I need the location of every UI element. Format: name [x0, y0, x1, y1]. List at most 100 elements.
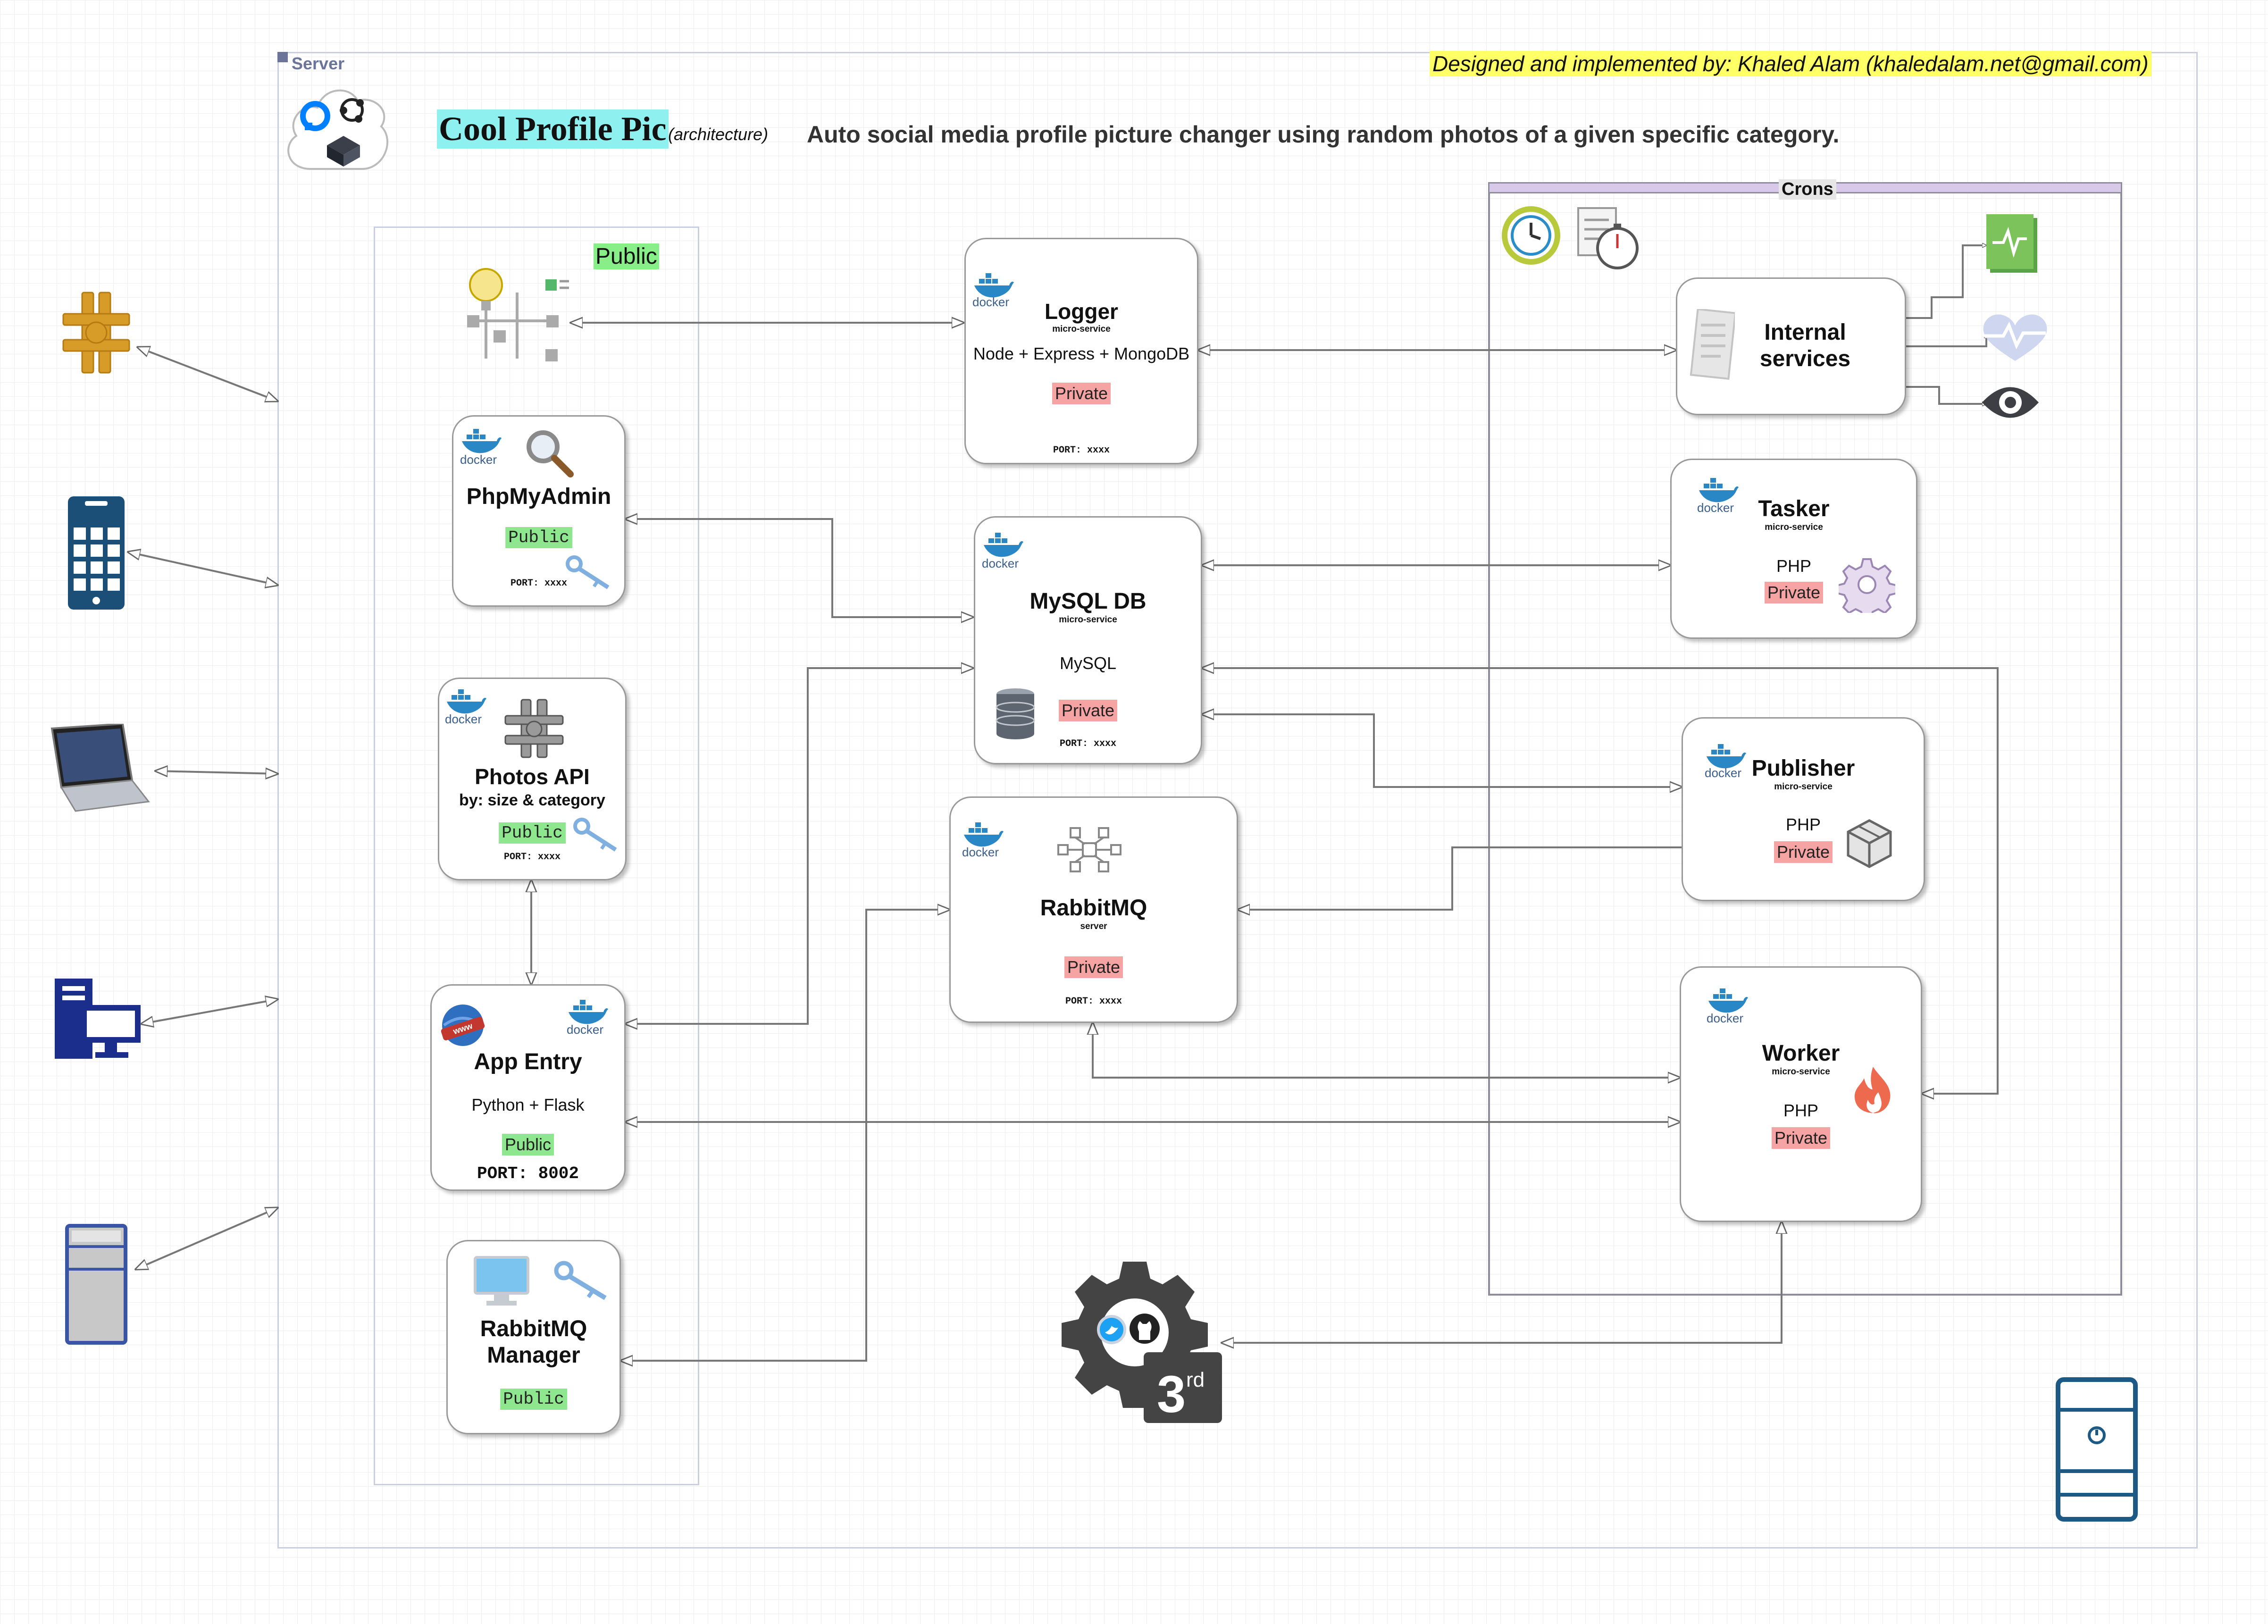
docker-label: docker: [460, 452, 497, 467]
link-mysql-worker: [1202, 668, 1999, 1094]
mysql-db-service[interactable]: docker MySQL DB micro-service MySQL Priv…: [974, 516, 1202, 764]
server-corner-marker: [277, 52, 288, 62]
app-title: Cool Profile Pic: [437, 109, 669, 149]
server-boundary: [277, 52, 2198, 1549]
access-badge: Private: [1771, 1127, 1831, 1149]
node-title: MySQL DB: [1029, 589, 1147, 614]
client-link-mobile: [128, 552, 277, 585]
queue-network-icon: [1056, 826, 1122, 876]
node-subtitle: micro-service: [1059, 615, 1117, 625]
node-tech: by: size & category: [459, 791, 605, 809]
docker-label: docker: [962, 845, 999, 859]
mobile-phone-icon: [66, 494, 127, 615]
scheduled-task-icon: [1576, 206, 1642, 274]
link-rabbitmq-worker: [1093, 1023, 1680, 1078]
access-badge: Public: [505, 527, 572, 548]
docker-icon: [567, 999, 609, 1030]
link-phpmyadmin-mysql: [626, 519, 973, 617]
link-internal-health: [1906, 245, 1986, 319]
access-control-icon: [465, 264, 569, 375]
database-icon: [994, 687, 1037, 742]
node-subtitle: micro-service: [1772, 1067, 1830, 1077]
docker-icon: [445, 688, 487, 719]
client-link-desktop: [142, 999, 277, 1024]
access-badge: Public: [500, 1389, 567, 1410]
access-badge: Private: [1774, 841, 1833, 863]
flame-icon: [1847, 1064, 1899, 1118]
package-icon: [1843, 818, 1895, 872]
link-thirdparty-worker: [1222, 1222, 1782, 1343]
monitor-icon: [473, 1256, 530, 1310]
rabbitmq-manager-service[interactable]: RabbitMQ Manager Public: [446, 1240, 621, 1434]
phpmyadmin-service[interactable]: docker PhpMyAdmin Public PORT: xxxx: [452, 415, 626, 607]
access-badge: Private: [1064, 956, 1123, 978]
tasker-service[interactable]: docker Tasker micro-service PHP Private: [1670, 459, 1917, 639]
node-title: Worker: [1762, 1041, 1840, 1066]
link-internal-heart: [1906, 334, 1986, 347]
api-engine-icon: [503, 698, 565, 762]
access-badge: Private: [1764, 582, 1824, 603]
docker-label: docker: [567, 1022, 604, 1037]
key-icon: [565, 554, 612, 594]
clock-sync-icon: [1500, 205, 1562, 268]
access-badge: Public: [499, 822, 566, 844]
access-badge: Private: [1058, 700, 1118, 721]
public-group-label: Public: [594, 243, 659, 269]
node-port: PORT: xxxx: [510, 578, 568, 589]
eye-icon: [1980, 381, 2041, 426]
laptop-icon: [42, 722, 151, 816]
internal-services[interactable]: Internal services: [1676, 277, 1906, 415]
docker-icon: [1697, 477, 1740, 508]
link-publisher-rabbitmq: [1238, 846, 1682, 910]
node-tech: Node + Express + MongoDB: [973, 344, 1190, 363]
docker-label: docker: [982, 556, 1019, 570]
third-party-label: 3: [1157, 1365, 1186, 1423]
publisher-service[interactable]: docker Publisher micro-service PHP Priva…: [1682, 717, 1925, 901]
node-title: Publisher: [1751, 756, 1855, 781]
node-tech: PHP: [1776, 556, 1812, 576]
node-title: Tasker: [1758, 496, 1830, 521]
node-tech: MySQL: [1059, 653, 1117, 673]
app-engine-icon: [59, 288, 134, 380]
photos-api-service[interactable]: docker Photos API by: size & category Pu…: [438, 678, 627, 880]
worker-service[interactable]: docker Worker micro-service PHP Private: [1680, 966, 1922, 1222]
docker-icon: [962, 821, 1004, 852]
desktop-computer-icon: [53, 977, 142, 1064]
node-title-line1: Internal: [1764, 320, 1846, 345]
health-check-icon: [1985, 213, 2042, 277]
link-manager-rabbitmq: [621, 910, 949, 1361]
server-tower-icon: [65, 1224, 131, 1349]
link-internal-eye: [1906, 386, 1986, 404]
node-title: Photos API: [475, 764, 590, 789]
client-link-laptop: [156, 771, 277, 774]
key-icon: [553, 1260, 610, 1305]
node-title: RabbitMQ: [1040, 896, 1147, 921]
gear-icon: [1836, 556, 1898, 620]
node-port: PORT: xxxx: [1059, 738, 1117, 749]
document-icon: [1688, 308, 1737, 382]
app-subtitle: (architecture): [668, 125, 769, 144]
access-badge: Public: [502, 1134, 554, 1155]
node-title: App Entry: [474, 1049, 582, 1074]
third-party-services[interactable]: 3 rd: [1052, 1257, 1227, 1427]
www-globe-icon: www: [439, 1002, 486, 1051]
rabbitmq-server[interactable]: docker RabbitMQ server Private PORT: xxx…: [949, 796, 1238, 1023]
node-port: PORT: 8002: [477, 1164, 579, 1183]
server-label: Server: [292, 54, 345, 73]
host-server-icon: [2055, 1377, 2140, 1525]
node-title-line2: services: [1759, 346, 1851, 371]
docker-label: docker: [445, 712, 482, 726]
client-link-app-engine: [138, 347, 277, 401]
docker-icon: [982, 532, 1024, 562]
node-tech: PHP: [1785, 815, 1821, 834]
access-badge: Private: [1052, 383, 1111, 404]
docker-label: docker: [972, 295, 1010, 309]
docker-icon: [1707, 988, 1749, 1018]
third-party-gear-icon: [1062, 1262, 1222, 1423]
logger-service[interactable]: docker Logger micro-service Node + Expre…: [964, 238, 1198, 464]
app-entry-service[interactable]: www docker App Entry Python + Flask Publ…: [430, 984, 626, 1191]
third-party-sup: rd: [1186, 1368, 1205, 1391]
node-tech: PHP: [1783, 1101, 1819, 1120]
node-subtitle: micro-service: [1774, 782, 1833, 792]
